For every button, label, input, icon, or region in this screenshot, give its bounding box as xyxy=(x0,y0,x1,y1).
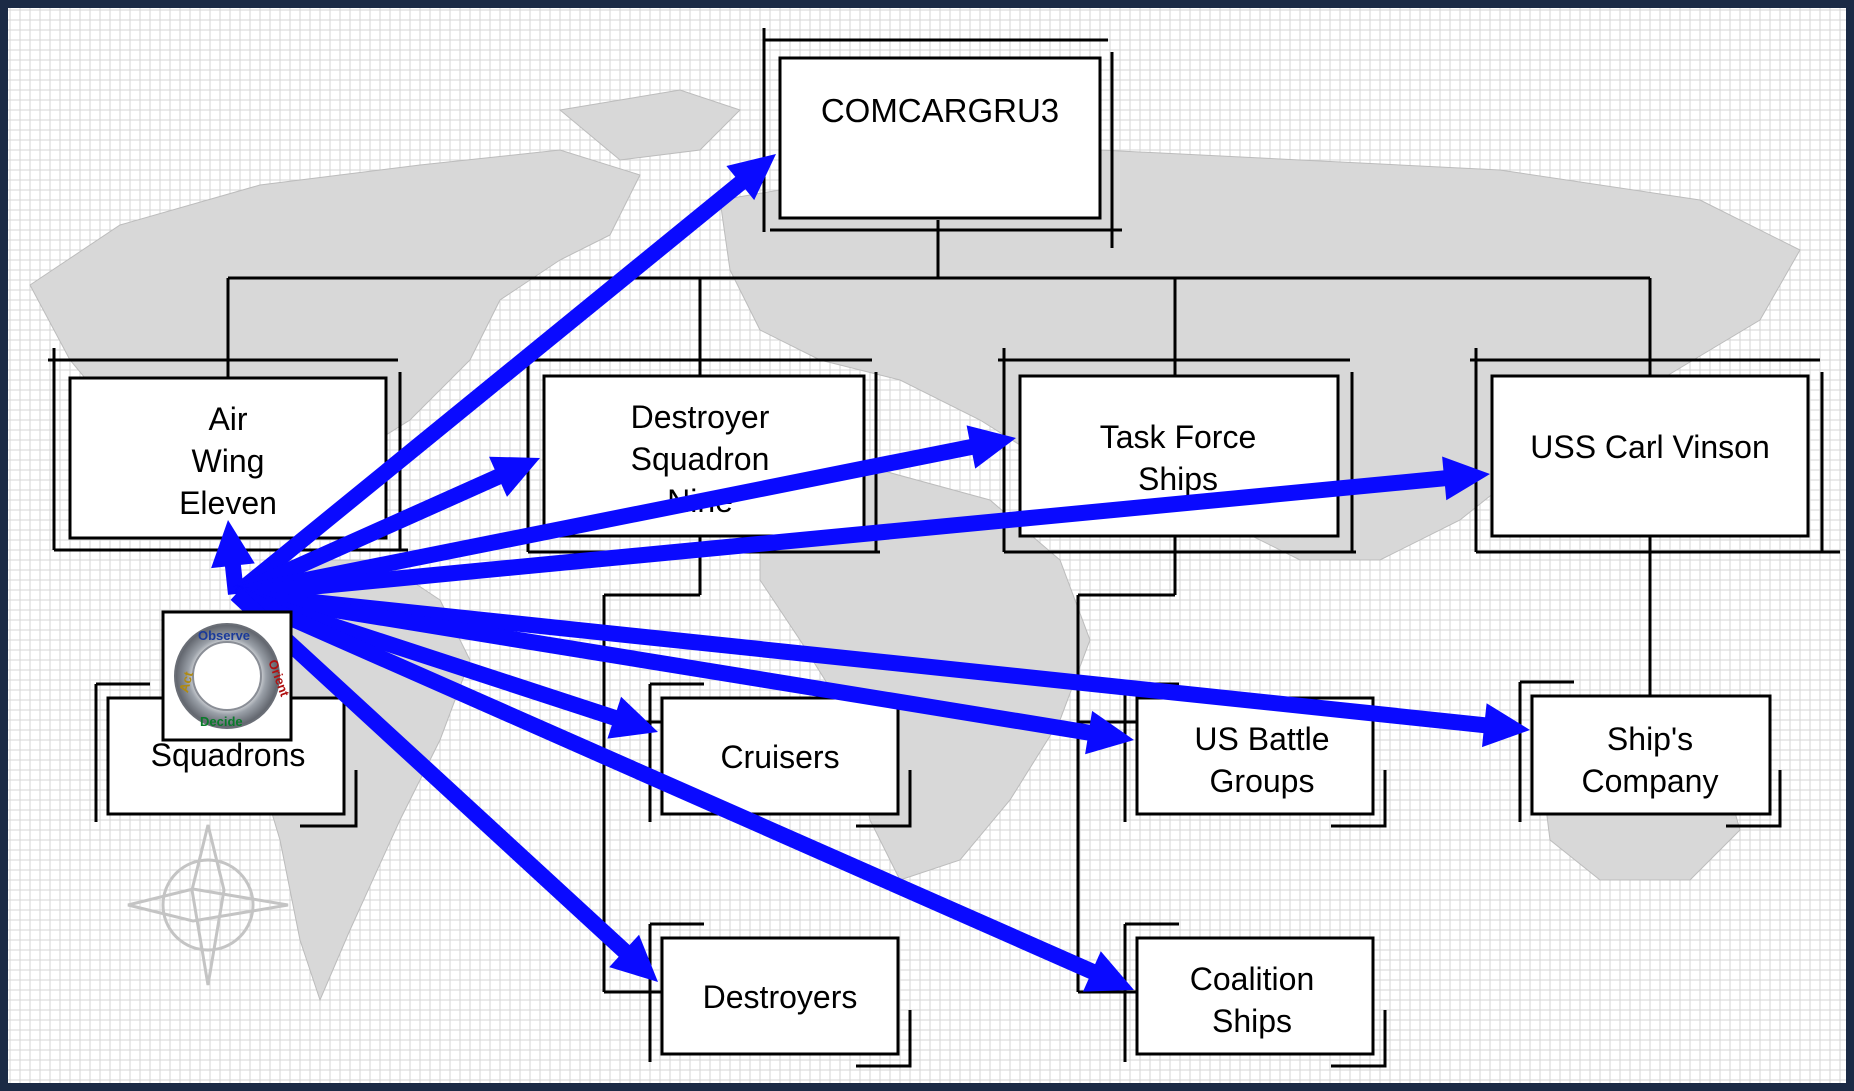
ships-company-label-line2: Company xyxy=(1582,763,1719,799)
arrow-to-air-wing xyxy=(211,520,255,595)
squadrons-label: Squadrons xyxy=(151,737,306,773)
air-wing-label-line1: Air xyxy=(208,401,247,437)
arrow-to-destroyers xyxy=(230,588,658,982)
ooda-loop-icon: Observe Orient Decide Act xyxy=(161,610,293,742)
carl-vinson-label: USS Carl Vinson xyxy=(1530,429,1770,465)
arrow-to-destroyer-squadron xyxy=(232,456,540,602)
arrow-to-carl-vinson xyxy=(235,456,1491,602)
ships-company-label-line1: Ship's xyxy=(1607,721,1693,757)
arrow-to-cruisers xyxy=(233,586,658,739)
arrow-to-us-battle-groups xyxy=(234,586,1134,755)
box-coalition-ships: Coalition Ships xyxy=(1123,922,1387,1068)
air-wing-label-line3: Eleven xyxy=(179,485,277,521)
box-destroyers: Destroyers xyxy=(648,922,912,1068)
destroyer-squadron-label-line1: Destroyer xyxy=(631,399,770,435)
task-force-label-line2: Ships xyxy=(1138,461,1218,497)
arrow-to-ships-company xyxy=(235,586,1531,748)
ooda-act-label: Act xyxy=(176,669,196,694)
box-ships-company: Ship's Company xyxy=(1518,680,1782,828)
air-wing-label-line2: Wing xyxy=(192,443,265,479)
arrows xyxy=(211,154,1531,992)
box-carl-vinson: USS Carl Vinson xyxy=(1470,348,1840,554)
us-battle-groups-label-line1: US Battle xyxy=(1194,721,1329,757)
destroyers-label: Destroyers xyxy=(703,979,858,1015)
box-destroyer-squadron: Destroyer Squadron Nine xyxy=(522,348,880,554)
org-boxes: COMCARGRU3 Air Wing Eleven Destroyer Squ… xyxy=(48,28,1840,1068)
arrow-to-task-force xyxy=(234,425,1016,602)
ooda-observe-label: Observe xyxy=(198,628,250,643)
cruisers-label: Cruisers xyxy=(720,739,839,775)
box-comcargru3: COMCARGRU3 xyxy=(762,28,1122,248)
destroyer-squadron-label-line2: Squadron xyxy=(631,441,770,477)
arrow-to-coalition-ships xyxy=(232,586,1135,992)
task-force-label-line1: Task Force xyxy=(1100,419,1256,455)
compass-rose-icon xyxy=(127,824,289,986)
box-air-wing: Air Wing Eleven xyxy=(48,348,408,552)
coalition-ships-label-line2: Ships xyxy=(1212,1003,1292,1039)
us-battle-groups-label-line2: Groups xyxy=(1210,763,1315,799)
comcargru3-label: COMCARGRU3 xyxy=(821,92,1059,129)
arrow-to-comcargru3 xyxy=(230,154,776,601)
greenland-shape xyxy=(558,89,741,161)
ooda-decide-label: Decide xyxy=(200,714,243,729)
coalition-ships-label-line1: Coalition xyxy=(1190,961,1315,997)
